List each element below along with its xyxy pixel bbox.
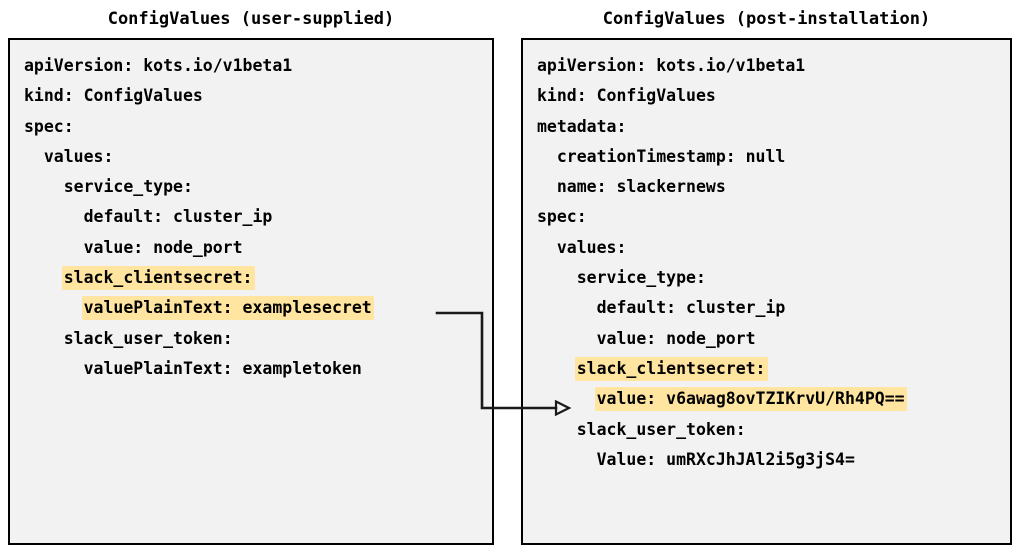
post-installation-line-text: value: node_port — [596, 328, 756, 348]
post-installation-line: creationTimestamp: null — [535, 142, 1008, 172]
post-installation-line-indent — [535, 147, 555, 166]
user-supplied-line-indent — [22, 298, 82, 317]
user-supplied-line: default: cluster_ip — [22, 202, 490, 232]
user-supplied-line-text: valuePlainText: exampletoken — [83, 358, 362, 378]
user-supplied-line: spec: — [22, 112, 490, 142]
post-installation-line-indent — [535, 298, 595, 317]
post-installation-line-text: slack_clientsecret: — [574, 356, 768, 381]
user-supplied-line: slack_user_token: — [22, 324, 490, 354]
user-supplied-line: service_type: — [22, 172, 490, 202]
post-installation-line: value: v6awag8ovTZIKrvU/Rh4PQ== — [535, 384, 1008, 414]
post-installation-line-indent — [535, 329, 595, 348]
post-installation-line-text: creationTimestamp: null — [556, 146, 786, 166]
post-installation-line-text: name: slackernews — [556, 177, 726, 197]
post-installation-line: apiVersion: kots.io/v1beta1 — [535, 51, 1008, 81]
user-supplied-line-text: value: node_port — [83, 237, 243, 257]
user-supplied-line-text: slack_user_token: — [63, 328, 233, 348]
user-supplied-line-indent — [22, 147, 42, 166]
post-installation-line: slack_user_token: — [535, 415, 1008, 445]
post-installation-line: metadata: — [535, 112, 1008, 142]
user-supplied-line-text: kind: ConfigValues — [24, 86, 203, 106]
user-supplied-line-text: service_type: — [63, 177, 193, 197]
post-installation-line-text: default: cluster_ip — [596, 298, 786, 318]
post-installation-line-indent — [535, 238, 555, 257]
post-installation-line-indent — [535, 268, 575, 287]
user-supplied-line-indent — [22, 207, 82, 226]
post-installation-line-indent — [535, 359, 575, 378]
post-installation-line: slack_clientsecret: — [535, 354, 1008, 384]
user-supplied-line: slack_clientsecret: — [22, 263, 490, 293]
post-installation-line: kind: ConfigValues — [535, 81, 1008, 111]
post-installation-line: value: node_port — [535, 324, 1008, 354]
user-supplied-line-indent — [22, 177, 62, 196]
panel-title-user-supplied: ConfigValues (user-supplied) — [107, 9, 395, 29]
post-installation-line-text: value: v6awag8ovTZIKrvU/Rh4PQ== — [594, 387, 907, 412]
configvalues-user-supplied-panel: apiVersion: kots.io/v1beta1 kind: ConfigV… — [8, 38, 494, 545]
post-installation-line: values: — [535, 233, 1008, 263]
post-installation-line-text: slack_user_token: — [576, 419, 746, 439]
user-supplied-line: apiVersion: kots.io/v1beta1 — [22, 51, 490, 81]
user-supplied-line: valuePlainText: examplesecret — [22, 293, 490, 323]
post-installation-line-text: metadata: — [537, 116, 627, 136]
configvalues-post-installation-code: apiVersion: kots.io/v1beta1 kind: ConfigV… — [535, 51, 1008, 475]
post-installation-line-text: service_type: — [576, 268, 706, 288]
post-installation-line-text: Value: umRXcJhJAl2i5g3jS4= — [596, 449, 855, 469]
user-supplied-line-text: values: — [43, 146, 114, 166]
post-installation-line: Value: umRXcJhJAl2i5g3jS4= — [535, 445, 1008, 475]
post-installation-line: name: slackernews — [535, 172, 1008, 202]
post-installation-line-text: kind: ConfigValues — [537, 86, 716, 106]
user-supplied-line-text: valuePlainText: examplesecret — [81, 296, 374, 321]
user-supplied-line-text: spec: — [24, 116, 74, 136]
post-installation-line-indent — [535, 177, 555, 196]
panel-title-post-installation: ConfigValues (post-installation) — [602, 9, 931, 29]
post-installation-line: default: cluster_ip — [535, 293, 1008, 323]
user-supplied-line-text: default: cluster_ip — [83, 207, 273, 227]
user-supplied-line: values: — [22, 142, 490, 172]
post-installation-line: service_type: — [535, 263, 1008, 293]
post-installation-line-text: apiVersion: kots.io/v1beta1 — [537, 56, 806, 75]
user-supplied-line-indent — [22, 238, 82, 257]
configvalues-post-installation-panel: apiVersion: kots.io/v1beta1 kind: ConfigV… — [521, 38, 1012, 545]
user-supplied-line-indent — [22, 329, 62, 348]
user-supplied-line: valuePlainText: exampletoken — [22, 354, 490, 384]
user-supplied-line: kind: ConfigValues — [22, 81, 490, 111]
post-installation-line-indent — [535, 389, 595, 408]
user-supplied-line-text: slack_clientsecret: — [61, 266, 255, 291]
user-supplied-line: value: node_port — [22, 233, 490, 263]
user-supplied-line-text: apiVersion: kots.io/v1beta1 — [24, 56, 293, 75]
user-supplied-line-indent — [22, 268, 62, 287]
user-supplied-line-indent — [22, 359, 82, 378]
post-installation-line-indent — [535, 450, 595, 469]
configvalues-user-supplied-code: apiVersion: kots.io/v1beta1 kind: ConfigV… — [22, 51, 490, 384]
post-installation-line-text: values: — [556, 237, 627, 257]
post-installation-line-indent — [535, 420, 575, 439]
post-installation-line-text: spec: — [537, 207, 587, 227]
post-installation-line: spec: — [535, 202, 1008, 232]
